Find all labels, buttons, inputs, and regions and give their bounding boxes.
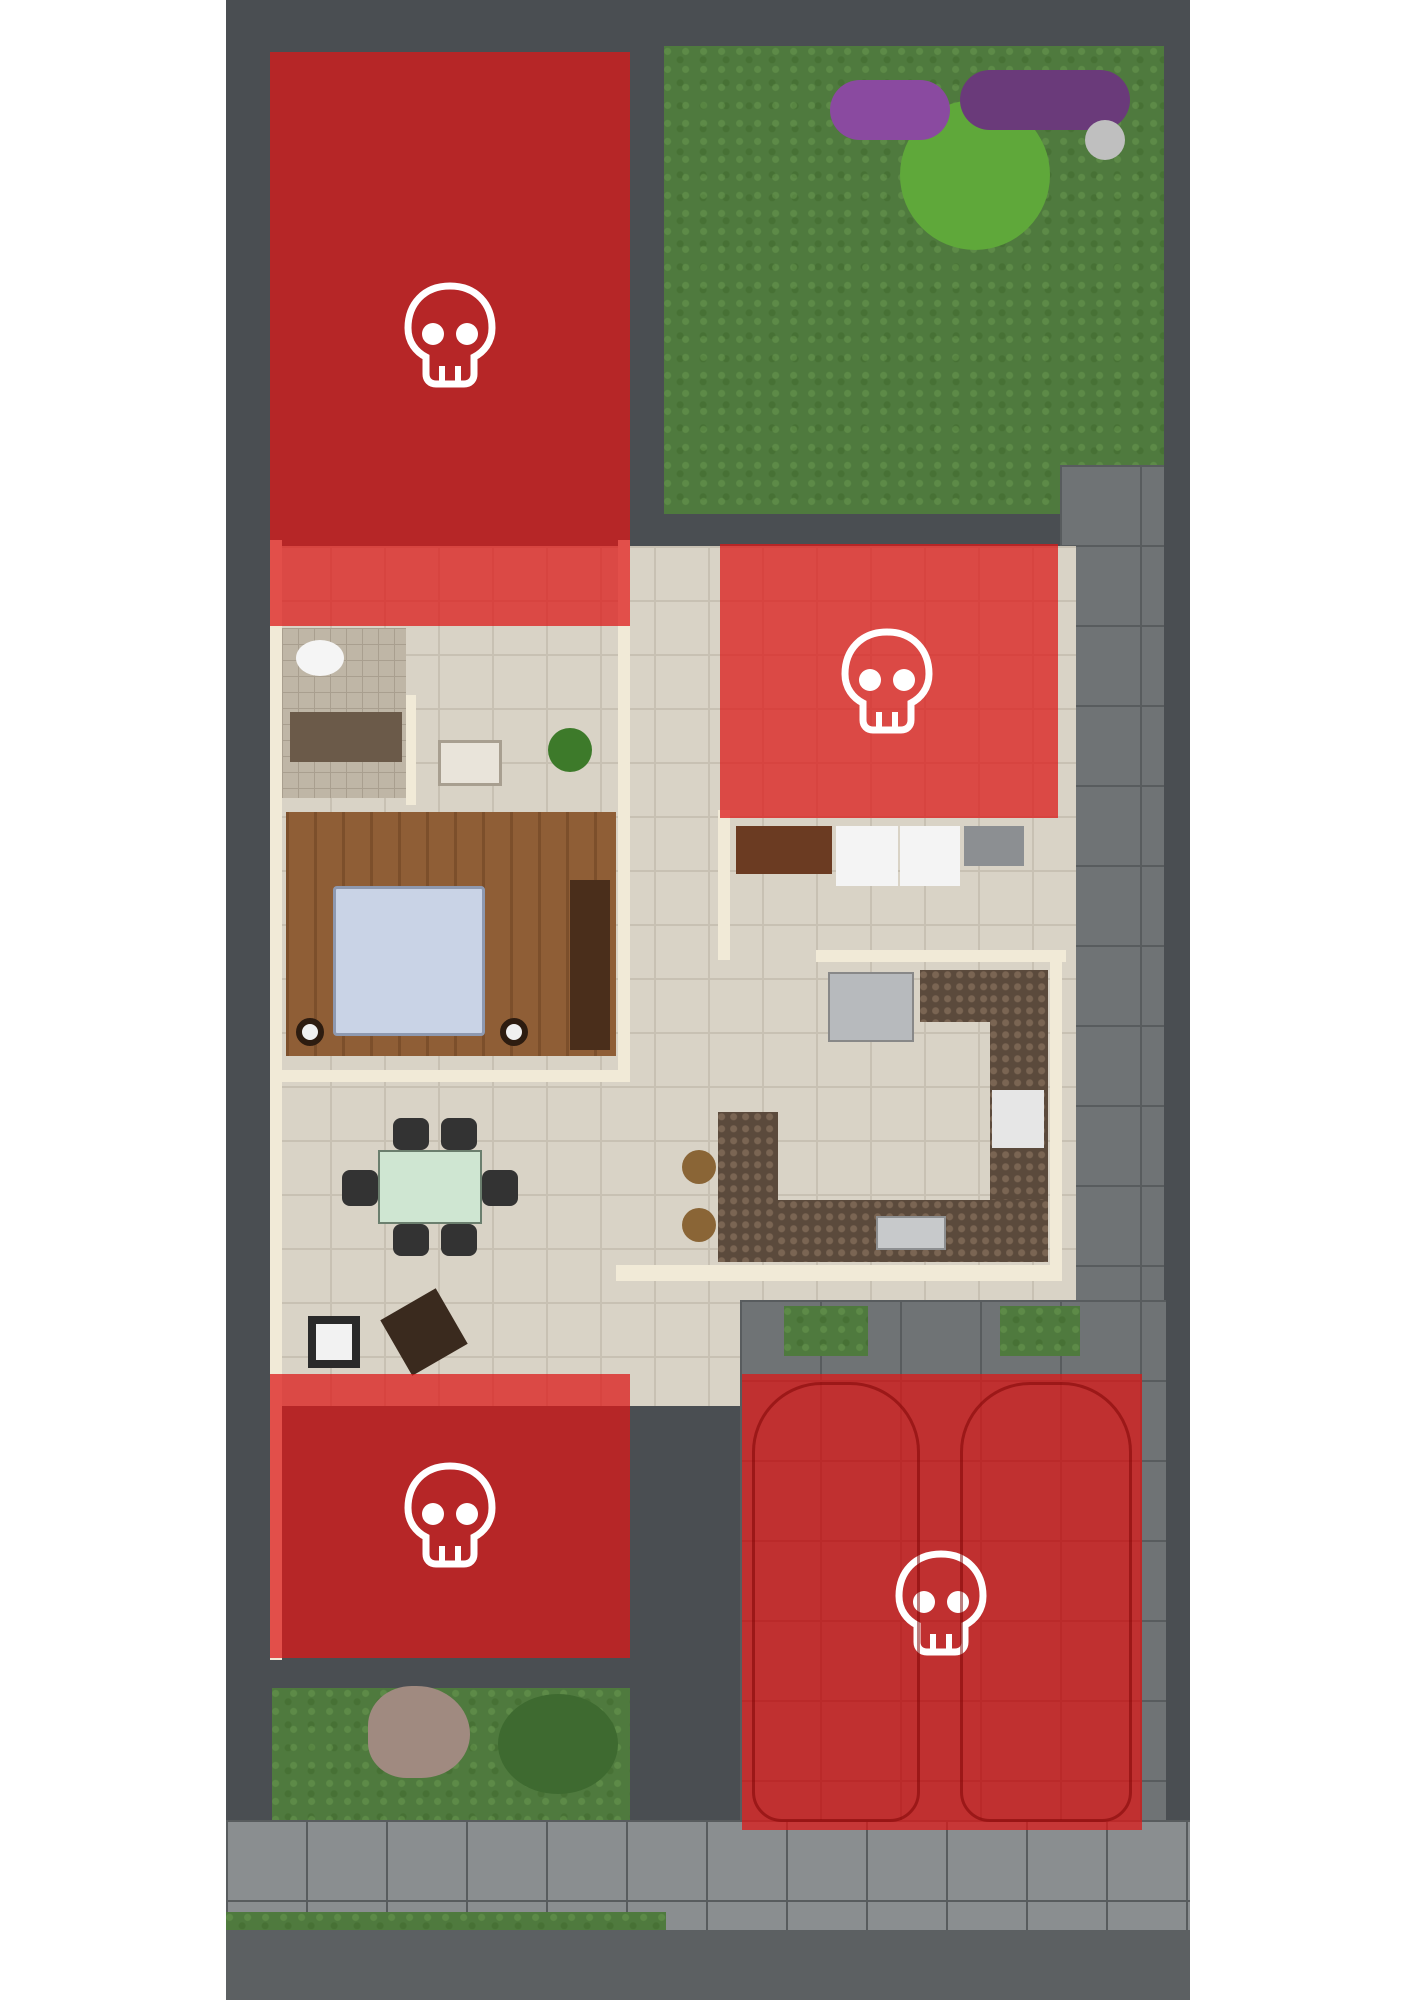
laundry-sink — [964, 826, 1024, 866]
nightstand — [296, 1018, 324, 1046]
sidewalk — [226, 1820, 1190, 1930]
refrigerator — [828, 972, 914, 1042]
dining-chair — [482, 1170, 518, 1206]
laundry-shelf — [736, 826, 832, 874]
house-wall — [270, 1070, 630, 1082]
dining-chair — [441, 1118, 477, 1150]
stove — [992, 1090, 1044, 1148]
house-wall — [1050, 950, 1062, 1275]
bar-stool — [682, 1208, 716, 1242]
wardrobe — [570, 880, 610, 1050]
shower-floor — [290, 712, 402, 762]
garden-stone — [1085, 120, 1125, 160]
dining-chair — [342, 1170, 378, 1206]
dining-table — [378, 1150, 482, 1224]
house-wall — [616, 1265, 1062, 1281]
dryer — [900, 826, 960, 886]
street-grass-strip — [226, 1912, 666, 1930]
street — [226, 1930, 1190, 2000]
side-walkway — [1060, 465, 1164, 1305]
house-wall — [718, 810, 730, 960]
hazard-zone-living-room — [270, 1374, 630, 1658]
hazard-zone-upper-right — [720, 544, 1058, 818]
garden-rock — [368, 1686, 470, 1778]
house-wall — [618, 540, 630, 1080]
bathroom-wall — [406, 695, 416, 805]
driveway-grass-strip — [1000, 1306, 1080, 1356]
skull-icon — [404, 1462, 496, 1568]
toilet — [296, 640, 344, 676]
kitchen-sink — [876, 1216, 946, 1250]
potted-plant — [548, 728, 592, 772]
hazard-zone-upper-left — [270, 52, 630, 626]
skull-icon — [404, 282, 496, 388]
flower-bush — [498, 1694, 618, 1794]
dining-chair — [441, 1224, 477, 1256]
car — [752, 1382, 920, 1822]
washer — [836, 826, 898, 886]
flower-bed — [830, 80, 950, 140]
driveway-grass-strip — [784, 1306, 868, 1356]
house-wall — [816, 950, 1066, 962]
skull-icon — [841, 628, 933, 734]
dining-chair — [393, 1118, 429, 1150]
dining-chair — [393, 1224, 429, 1256]
nightstand — [500, 1018, 528, 1046]
bed — [333, 886, 485, 1036]
bar-stool — [682, 1150, 716, 1184]
kitchen-island — [718, 1112, 778, 1262]
side-table — [308, 1316, 360, 1368]
car — [960, 1382, 1132, 1822]
sink — [438, 740, 502, 786]
